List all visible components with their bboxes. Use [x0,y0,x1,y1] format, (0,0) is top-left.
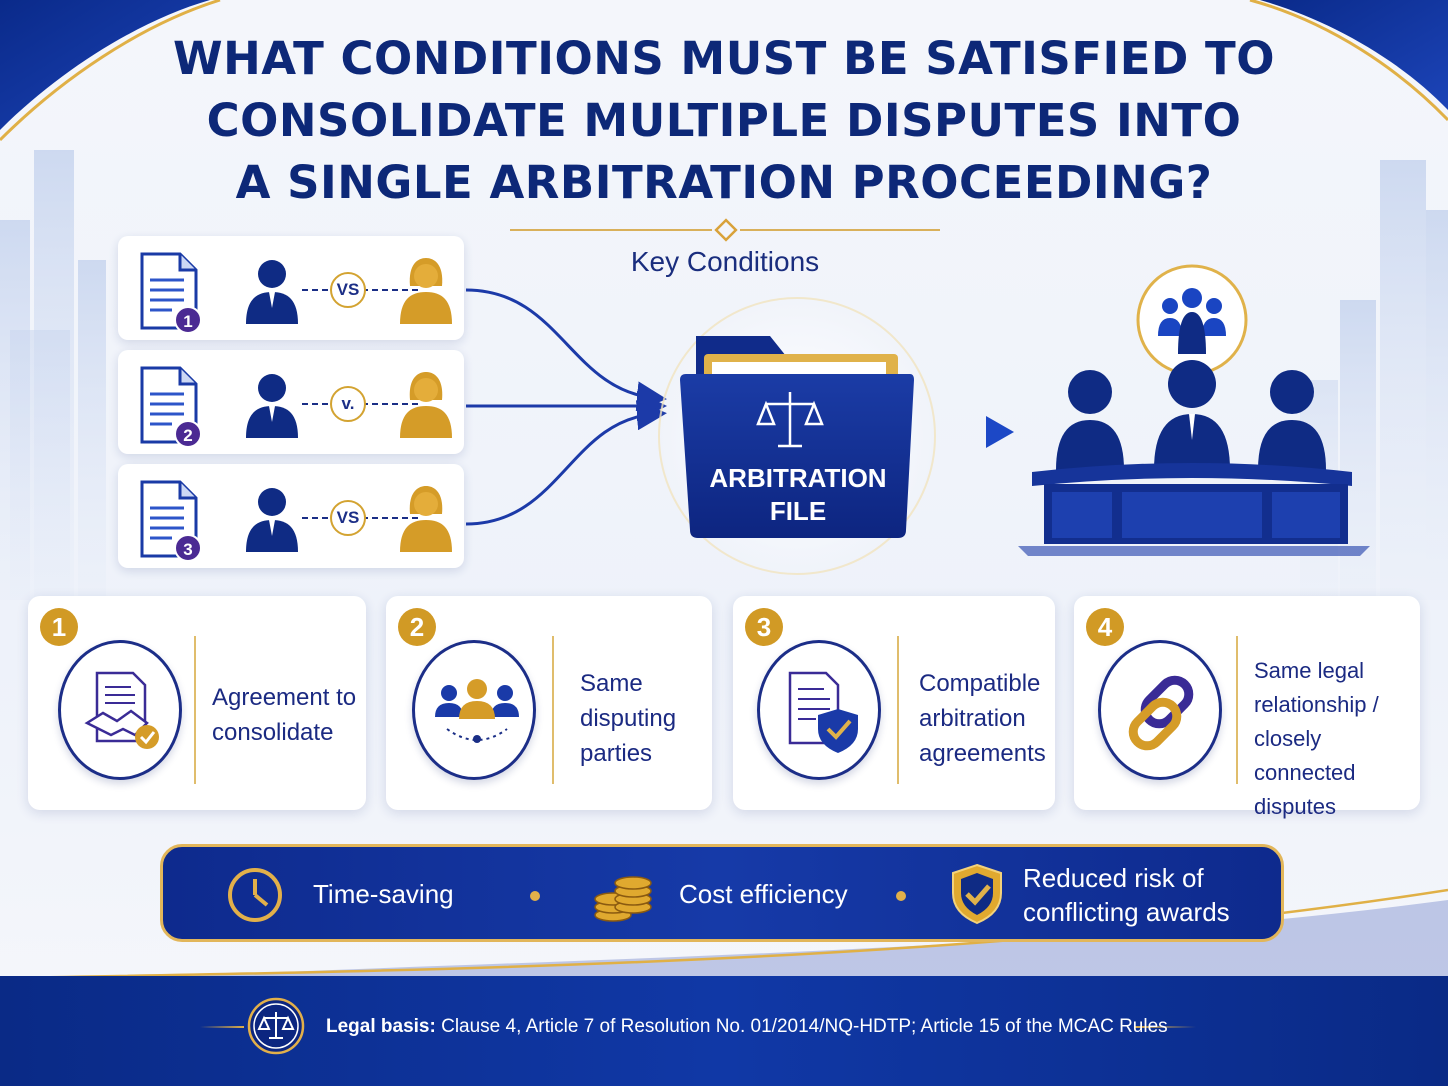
condition-number-badge: 4 [1086,608,1124,646]
handshake-document-icon [84,671,159,749]
benefits-bar: Time-saving Cost efficiency Reduced risk… [160,844,1284,942]
male-party-icon [246,260,298,324]
dispute-card-2: 2 v. [118,350,464,454]
male-party-icon [246,488,298,552]
flow-diagram [465,264,1370,580]
arbitration-folder-icon [680,336,914,538]
condition-line: arbitration [919,705,1026,732]
benefit-separator [896,891,906,901]
female-party-icon [400,372,452,438]
clock-icon [228,868,282,922]
condition-divider [552,636,554,784]
condition-line: Agreement to [212,684,357,711]
condition-card-1: 1 Agreement to consolidate [28,596,366,810]
female-party-icon [400,258,452,324]
shield-check-icon [952,863,1002,925]
dispute-number-badge: 1 [174,306,202,334]
coins-icon [594,876,652,922]
scales-of-justice-icon [756,392,824,448]
title-line-1: WHAT CONDITIONS MUST BE SATISFIED TO [172,32,1276,85]
key-conditions-label: Key Conditions [630,246,820,277]
condition-text: Compatible arbitration agreements [919,666,1046,771]
condition-text: Same disputing parties [580,666,676,771]
group-icon [1136,264,1248,376]
condition-divider [194,636,196,784]
dispute-number-badge: 3 [174,534,202,562]
condition-text: Same legal relationship / closely connec… [1254,654,1420,824]
title-line-2: CONSOLIDATE MULTIPLE DISPUTES INTO [206,94,1242,147]
footer [0,976,1448,1086]
arbitration-file-label: ARBITRATION FILE [700,462,896,528]
dispute-number-badge: 2 [174,420,202,448]
footer-divider-left [200,1026,244,1028]
condition-icon-circle [412,640,536,780]
male-party-icon [246,374,298,438]
legal-basis-text: Legal basis: Clause 4, Article 7 of Reso… [326,1014,1168,1040]
arbitration-panel-icon [1018,360,1370,556]
condition-number-badge: 1 [40,608,78,646]
condition-number-badge: 2 [398,608,436,646]
document-shield-icon [788,671,858,753]
female-party-icon [400,486,452,552]
benefit-time-saving: Time-saving [313,879,454,909]
condition-line: agreements [919,740,1046,767]
benefit-reduced-risk-line-1: Reduced risk of [1023,863,1204,893]
legal-basis-label: Legal basis: [326,1016,436,1037]
condition-line: Same legal [1254,658,1365,683]
condition-card-4: 4 Same legal relationship / closely conn… [1074,596,1420,819]
benefit-cost-efficiency: Cost efficiency [679,879,848,909]
dispute-card-3: 3 VS [118,464,464,568]
vs-badge: v. [330,386,366,422]
condition-line: disputing [580,705,677,732]
folder-label-line-1: ARBITRATION [709,463,887,493]
condition-line: relationship / [1254,692,1379,717]
condition-icon-circle [1098,640,1222,780]
condition-divider [1236,636,1238,784]
legal-basis-body: Clause 4, Article 7 of Resolution No. 01… [435,1016,1168,1037]
merge-arrows [465,288,667,526]
scales-badge-icon [247,997,305,1055]
condition-text: Agreement to consolidate [212,680,356,750]
page-title: WHAT CONDITIONS MUST BE SATISFIED TO CON… [80,28,1368,214]
benefit-separator [530,891,540,901]
benefit-reduced-risk: Reduced risk of conflicting awards [1023,861,1230,929]
benefit-reduced-risk-line-2: conflicting awards [1023,897,1230,927]
vs-badge: VS [330,272,366,308]
condition-line: parties [580,740,653,767]
condition-number-badge: 3 [745,608,783,646]
condition-line: closely connected [1254,726,1356,785]
condition-icon-circle [757,640,881,780]
folder-label-line-2: FILE [769,496,827,526]
people-group-icon [435,679,519,743]
condition-line: disputes [1254,794,1336,819]
condition-card-3: 3 Compatible arbitration agreements [733,596,1055,810]
title-line-3: A SINGLE ARBITRATION PROCEEDING? [235,156,1213,209]
condition-line: Compatible [919,670,1041,697]
condition-line: Same [580,670,643,697]
vs-badge: VS [330,500,366,536]
condition-line: consolidate [212,719,334,746]
left-skyline [0,150,106,600]
condition-divider [897,636,899,784]
chain-link-icon [1128,675,1194,751]
condition-card-2: 2 Same disputing parties [386,596,712,810]
condition-icon-circle [58,640,182,780]
dispute-card-1: 1 VS [118,236,464,340]
